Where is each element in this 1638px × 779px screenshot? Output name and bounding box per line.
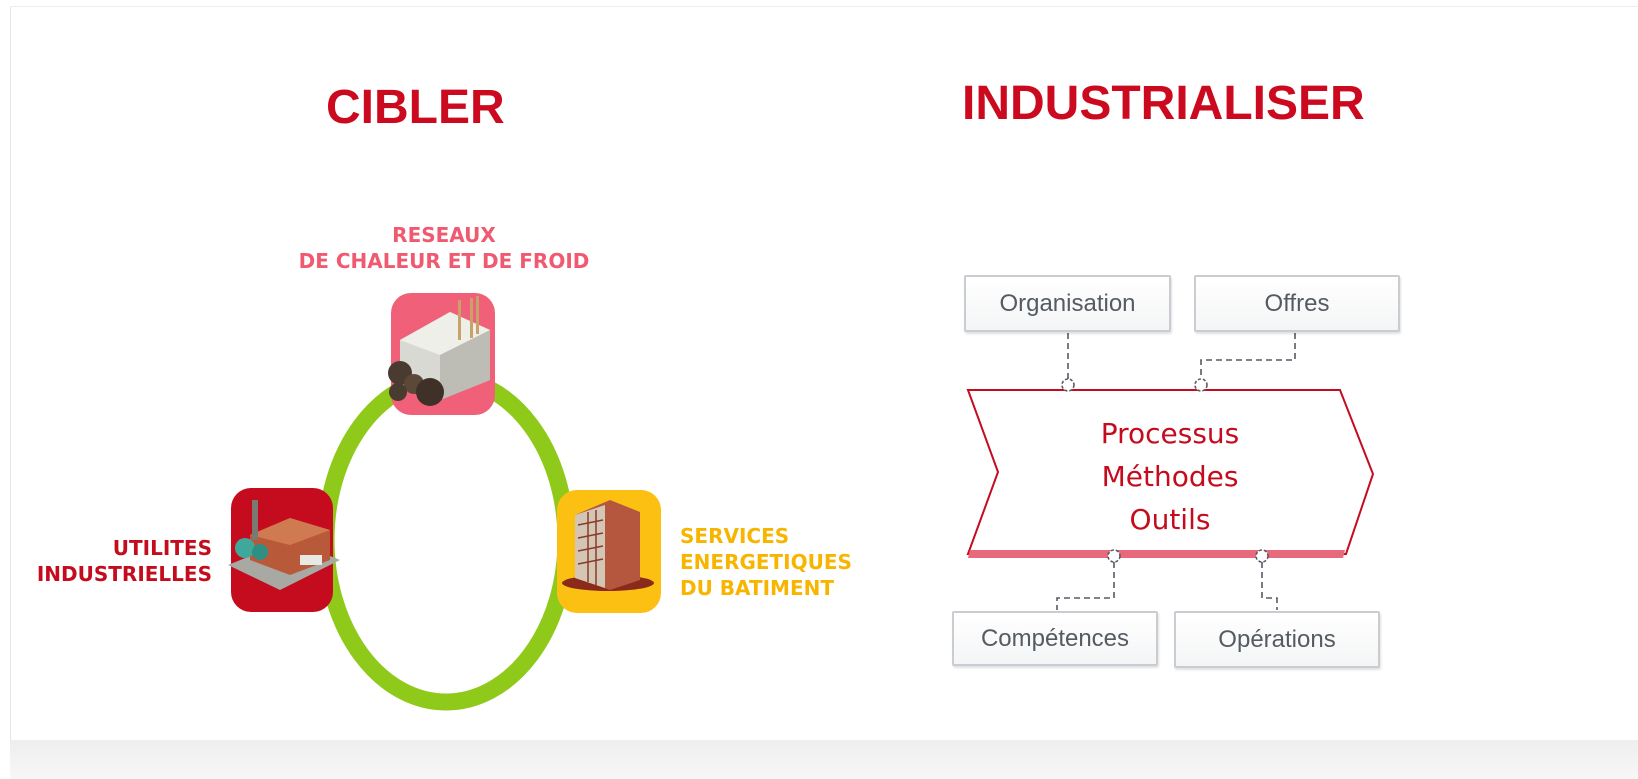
title-industrialiser: INDUSTRIALISER bbox=[962, 77, 1365, 130]
connector-nodes bbox=[1061, 378, 1269, 563]
industrial-factory-icon bbox=[228, 488, 340, 612]
label-services-line1: SERVICES bbox=[680, 524, 790, 548]
label-services-line2: ENERGETIQUES bbox=[680, 550, 852, 574]
label-utilites-line2: INDUSTRIELLES bbox=[36, 562, 212, 586]
label-utilites: UTILITES INDUSTRIELLES bbox=[0, 535, 212, 587]
process-arrow bbox=[966, 389, 1375, 558]
title-cibler: CIBLER bbox=[326, 81, 505, 134]
organisation-box: Organisation bbox=[964, 275, 1171, 332]
label-services: SERVICES ENERGETIQUES DU BATIMENT bbox=[680, 523, 852, 601]
office-building-icon bbox=[557, 490, 661, 613]
process-line1: Processus bbox=[1100, 417, 1240, 450]
label-reseaux-line1: RESEAUX bbox=[392, 223, 496, 247]
district-heating-plant-icon bbox=[388, 293, 495, 415]
offres-box: Offres bbox=[1194, 275, 1400, 332]
connector-lines bbox=[1056, 333, 1296, 610]
slide-bottom-shade bbox=[10, 740, 1638, 779]
label-reseaux-line2: DE CHALEUR ET DE FROID bbox=[298, 249, 590, 273]
process-line2: Méthodes bbox=[1101, 460, 1239, 493]
label-services-line3: DU BATIMENT bbox=[680, 576, 835, 600]
process-text: Processus Méthodes Outils bbox=[1040, 412, 1300, 541]
operations-box: Opérations bbox=[1174, 611, 1380, 668]
competences-box: Compétences bbox=[952, 611, 1158, 666]
cycle-ring bbox=[317, 369, 575, 711]
label-utilites-line1: UTILITES bbox=[112, 536, 212, 560]
process-line3: Outils bbox=[1129, 503, 1211, 536]
label-reseaux: RESEAUX DE CHALEUR ET DE FROID bbox=[240, 222, 648, 274]
